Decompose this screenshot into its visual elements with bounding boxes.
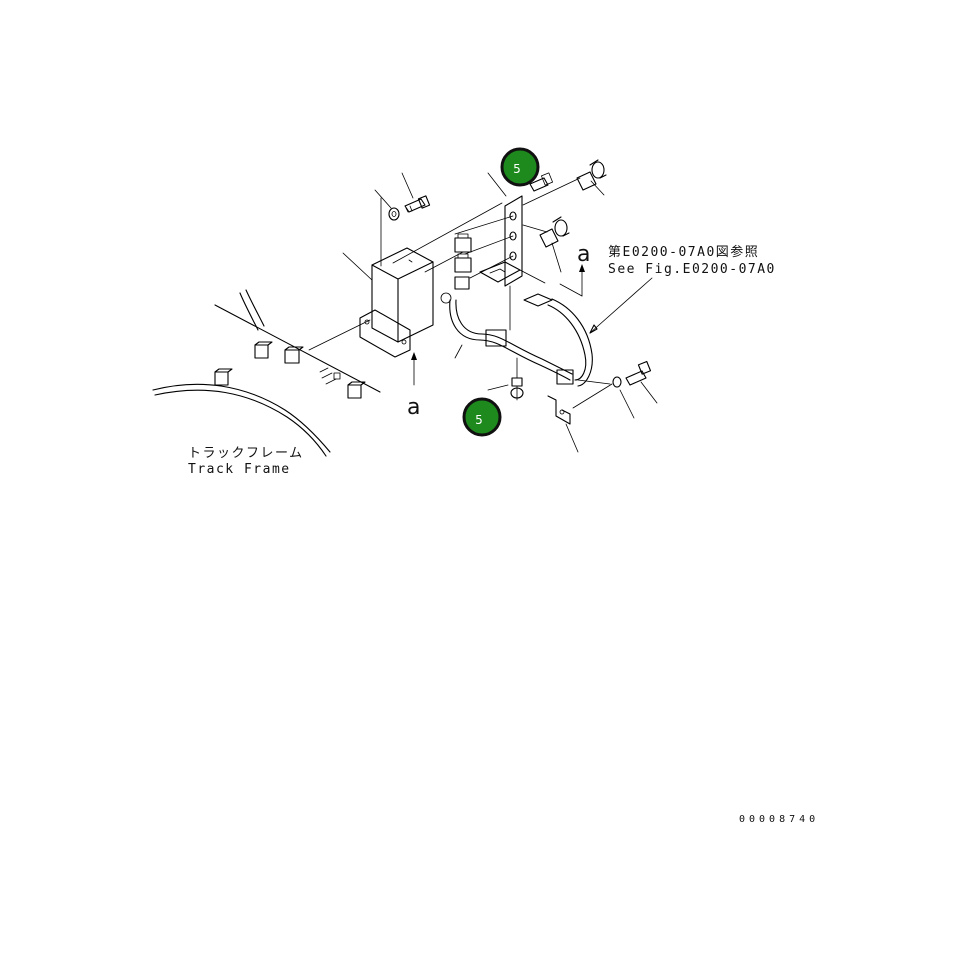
track-frame-outline (152, 289, 381, 457)
washer-top-left[interactable] (388, 207, 400, 221)
clamp-bracket[interactable] (547, 395, 571, 425)
see-fig-jp-label: 第E0200-07A0図参照 (608, 244, 759, 260)
connector-stack[interactable] (454, 233, 472, 290)
cover-box[interactable] (359, 247, 434, 358)
mounting-plate[interactable] (479, 195, 523, 287)
see-fig-en-label: See Fig.E0200-07A0 (608, 262, 776, 277)
washer-bottom-right[interactable] (612, 376, 622, 388)
view-a-label-right: a (577, 242, 590, 267)
track-frame-en-label: Track Frame (188, 462, 291, 477)
leader-lines (308, 172, 658, 453)
drawing-id: 00008740 (739, 814, 819, 825)
view-a-label-left: a (407, 395, 420, 420)
track-frame-jp-label: トラックフレーム (188, 446, 304, 461)
bolt-bottom-right[interactable] (625, 360, 652, 386)
bolt-top[interactable] (529, 172, 553, 192)
bolt-bottom[interactable] (510, 377, 524, 401)
bolt-top-left[interactable] (404, 195, 431, 213)
callout-badge-bottom-label: 5 (475, 413, 483, 427)
wiring-harness[interactable] (440, 292, 593, 387)
plug-top[interactable] (576, 159, 607, 191)
callout-badge-bottom[interactable]: 5 (462, 397, 502, 437)
callout-badge-top[interactable]: 5 (500, 147, 540, 187)
callout-badge-top-label: 5 (513, 162, 521, 176)
plug-middle[interactable] (539, 216, 570, 248)
